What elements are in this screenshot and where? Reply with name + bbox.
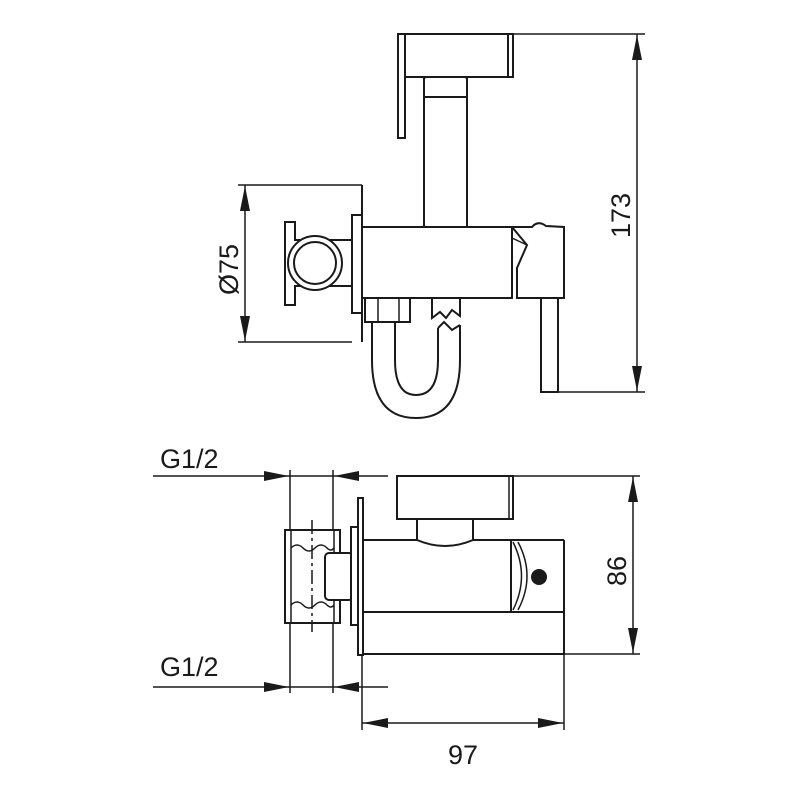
thread-dimension: G1/2 G1/2 [153,444,388,693]
wall-plate [351,214,363,314]
thread-top-label: G1/2 [160,444,219,474]
height-dimension-173: 173 [512,33,645,393]
height-label-86: 86 [602,556,632,586]
thread-bottom-label: G1/2 [160,652,219,682]
diameter-label: Ø75 [214,244,244,295]
valve-body [361,226,513,299]
depth-dimension-97: 97 [361,654,565,770]
lever-pivot [531,569,547,585]
diameter-dimension: Ø75 [214,184,362,343]
lever [509,222,565,393]
depth-label-97: 97 [448,740,478,770]
hose-nut [364,297,411,323]
valve-body-side [362,539,512,613]
shower-head-side [396,475,514,520]
hand-shower [397,33,514,228]
height-label-173: 173 [606,193,636,238]
shower-head [397,33,513,78]
height-dimension-86: 86 [513,475,640,655]
top-view: Ø75 173 [214,33,645,420]
holder-bracket [284,221,353,306]
side-view: G1/2 G1/2 [153,444,640,770]
nipple [324,552,354,601]
hose-loop [371,298,461,420]
shower-stem-side [416,518,474,547]
